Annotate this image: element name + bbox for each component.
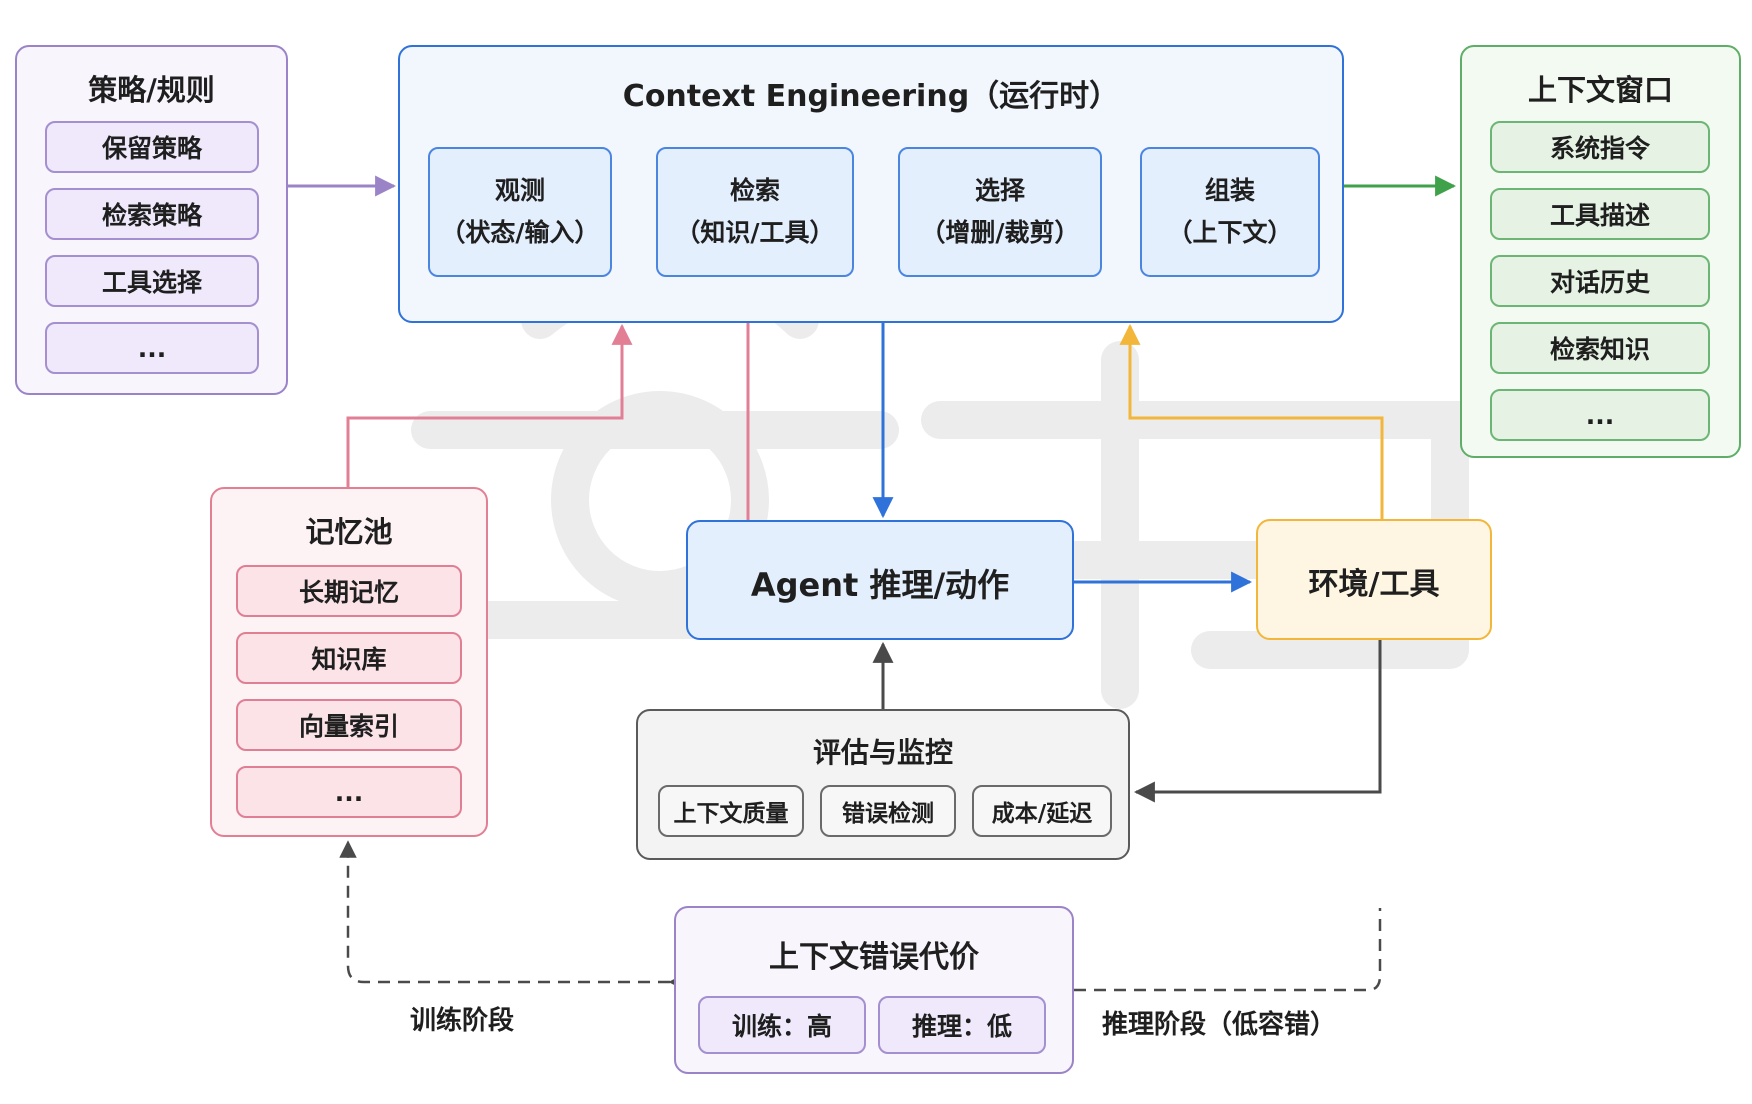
edge-cost-inference-dashed: [1074, 908, 1382, 992]
env-label: 环境/工具: [1308, 567, 1440, 602]
env-box: 环境/工具: [1256, 519, 1492, 640]
edge-label-training: 训练阶段: [410, 1006, 515, 1036]
policy-item-retrieval: 检索策略: [45, 188, 259, 240]
window-item-system: 系统指令: [1490, 121, 1710, 173]
step-select: 选择 （增删/裁剪）: [898, 147, 1102, 277]
step-select-sub: （增删/裁剪）: [920, 218, 1080, 247]
step-retrieve-name: 检索: [729, 175, 780, 205]
agent-label: Agent 推理/动作: [750, 566, 1010, 604]
window-item-knowledge: 检索知识: [1490, 322, 1710, 374]
edge-label-inference: 推理阶段（低容错）: [1102, 1010, 1337, 1040]
step-observe: 观测 （状态/输入）: [428, 147, 612, 277]
edge-env-to-ce: [1119, 323, 1384, 519]
eval-box: 评估与监控 上下文质量 错误检测 成本/延迟: [636, 709, 1130, 860]
policy-title: 策略/规则: [88, 73, 215, 107]
agent-box: Agent 推理/动作: [686, 520, 1074, 640]
eval-item-quality: 上下文质量: [658, 785, 804, 837]
policy-item-more: ...: [45, 322, 259, 374]
step-select-name: 选择: [974, 175, 1025, 205]
step-retrieve-sub: （知识/工具）: [675, 218, 835, 247]
cost-title: 上下文错误代价: [769, 940, 979, 975]
memory-item-more: ...: [236, 766, 462, 818]
eval-item-error: 错误检测: [820, 785, 956, 837]
step-assemble-name: 组装: [1204, 175, 1255, 205]
memory-title: 记忆池: [305, 515, 393, 549]
memory-item-long-term: 长期记忆: [236, 565, 462, 617]
memory-box: 记忆池 长期记忆 知识库 向量索引 ...: [210, 487, 488, 837]
cost-item-training: 训练：高: [698, 996, 866, 1054]
edge-memory-cost-dashed: [339, 840, 686, 991]
step-observe-name: 观测: [494, 175, 545, 205]
window-item-tools: 工具描述: [1490, 188, 1710, 240]
context-engineering-title: Context Engineering（运行时）: [622, 79, 1120, 114]
step-retrieve: 检索 （知识/工具）: [656, 147, 854, 277]
step-observe-sub: （状态/输入）: [440, 218, 600, 247]
memory-item-knowledge-base: 知识库: [236, 632, 462, 684]
policy-item-retention: 保留策略: [45, 121, 259, 173]
step-assemble: 组装 （上下文）: [1140, 147, 1320, 277]
window-item-history: 对话历史: [1490, 255, 1710, 307]
cost-box: 上下文错误代价 训练：高 推理：低: [674, 906, 1074, 1074]
policy-item-tool-select: 工具选择: [45, 255, 259, 307]
memory-item-vector-index: 向量索引: [236, 699, 462, 751]
context-window-box: 上下文窗口 系统指令 工具描述 对话历史 检索知识 ...: [1460, 45, 1741, 458]
edge-env-to-eval: [1133, 640, 1382, 803]
context-engineering-box: Context Engineering（运行时） 观测 （状态/输入） 检索 （…: [398, 45, 1344, 323]
cost-item-inference: 推理：低: [878, 996, 1046, 1054]
policy-box: 策略/规则 保留策略 检索策略 工具选择 ...: [15, 45, 288, 395]
eval-item-cost: 成本/延迟: [972, 785, 1112, 837]
step-assemble-sub: （上下文）: [1167, 218, 1293, 247]
context-window-title: 上下文窗口: [1527, 73, 1673, 107]
eval-title: 评估与监控: [812, 736, 953, 769]
window-item-more: ...: [1490, 389, 1710, 441]
edge-memory-to-ce: [346, 323, 633, 487]
